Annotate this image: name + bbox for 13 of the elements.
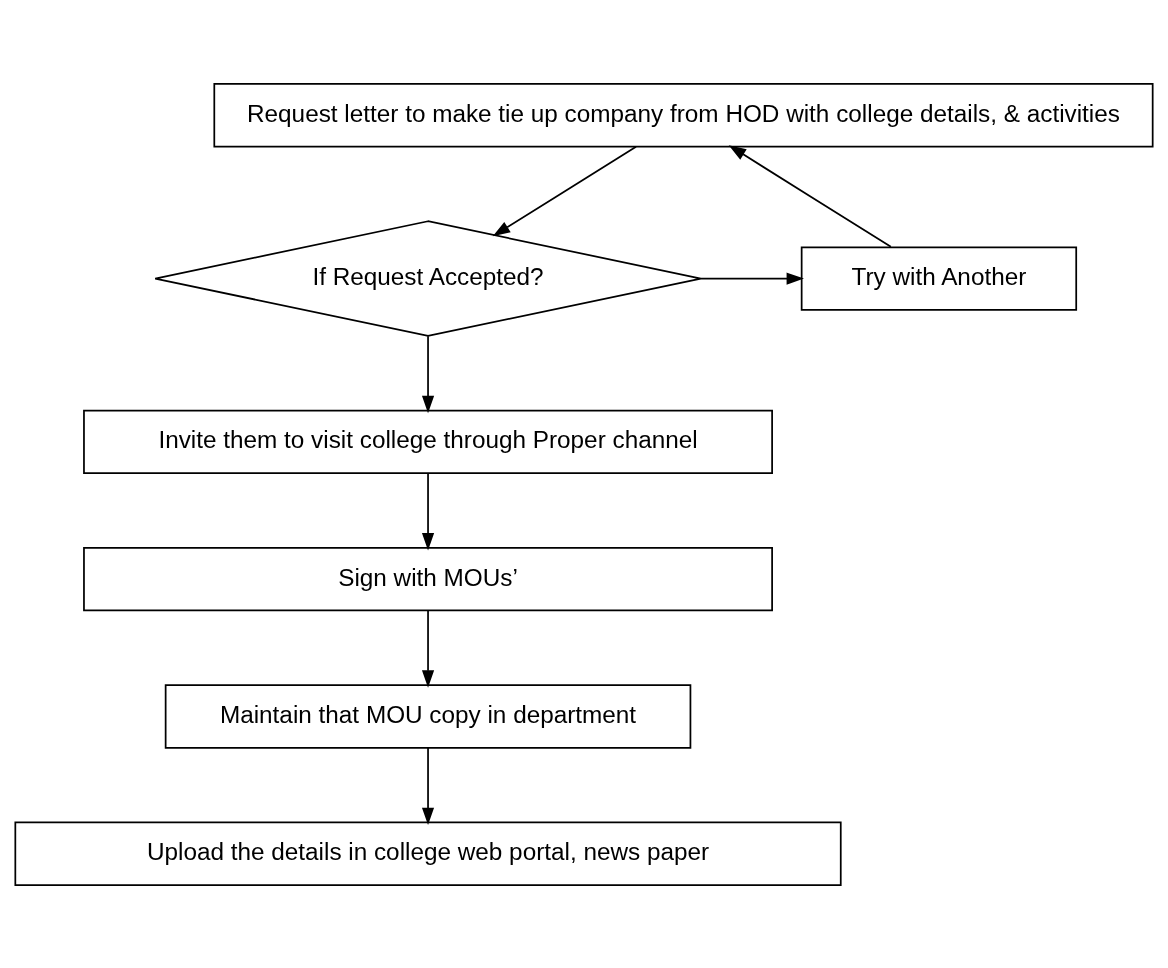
node-box: Try with Another: [800, 245, 1078, 311]
arrow: [421, 334, 435, 413]
arrow: [421, 609, 435, 688]
node-box: Maintain that MOU copy in department: [164, 683, 692, 749]
node-box: Request letter to make tie up company from HOD with college details, & activities: [213, 82, 1154, 147]
node-box: Invite them to visit college through Proper channel: [83, 409, 773, 474]
arrow: [421, 746, 435, 825]
node-box: Sign with MOUs’: [83, 546, 773, 611]
node-box: Upload the details in college web portal, news paper: [14, 821, 842, 886]
arrow: [421, 472, 435, 550]
arrow: [700, 272, 804, 285]
arrow: [728, 144, 892, 248]
arrow: [492, 145, 637, 236]
